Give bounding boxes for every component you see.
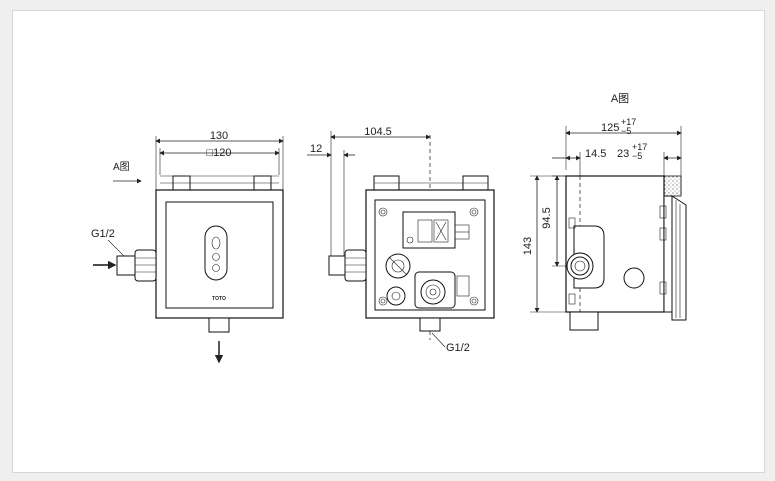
dim-94-5-label: 94.5 bbox=[541, 207, 553, 228]
inlet-label: G1/2 bbox=[91, 228, 115, 240]
outlet-label: G1/2 bbox=[446, 342, 470, 354]
front-view: 130 □120 TOTO G1/2 A图 bbox=[91, 130, 284, 364]
dim-125-tol-minus: −5 bbox=[621, 126, 631, 136]
dim-23-label: 23 bbox=[617, 148, 629, 160]
dim-125-tol-plus: +17 bbox=[621, 117, 636, 127]
dim-125-label: 125 bbox=[601, 122, 619, 134]
dim-12-label: 12 bbox=[310, 143, 322, 155]
dim-130-label: 130 bbox=[210, 130, 228, 142]
dim-23-tol-minus: −5 bbox=[632, 151, 642, 161]
brand-logo: TOTO bbox=[212, 296, 226, 302]
dim-120-label: □120 bbox=[207, 147, 232, 159]
side-view-title: A图 bbox=[611, 92, 629, 105]
dim-23-tol-plus: +17 bbox=[632, 142, 647, 152]
dim-104-5-label: 104.5 bbox=[364, 126, 392, 138]
view-arrow-label: A图 bbox=[113, 161, 130, 173]
back-inlet-fitting bbox=[344, 249, 367, 282]
inlet-fitting bbox=[116, 255, 136, 276]
adjust-knob bbox=[623, 267, 645, 289]
sensor-window bbox=[204, 225, 228, 281]
dim-143-label: 143 bbox=[522, 237, 534, 255]
dim-14-5-label: 14.5 bbox=[585, 148, 606, 160]
side-view: A图 125 +17 −5 14.5 23 +17 −5 143 94.5 bbox=[522, 92, 687, 331]
outlet-pipe bbox=[208, 317, 230, 333]
back-view: 104.5 12 bbox=[307, 126, 495, 354]
